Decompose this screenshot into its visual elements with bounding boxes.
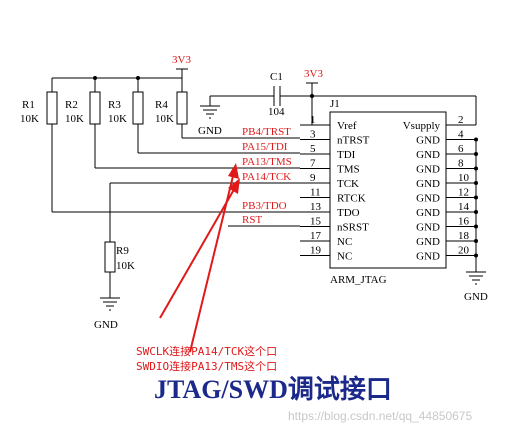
left-pin-number: 7	[310, 158, 316, 170]
left-pin-number: 9	[310, 172, 316, 184]
decoupling-capacitor: C1 104 GND	[198, 71, 314, 137]
resistor-r2-body	[89, 91, 101, 125]
right-pin-number: 8	[458, 158, 464, 170]
right-pin-number: 2	[458, 114, 464, 126]
left-pin-name: TCK	[337, 178, 359, 190]
r9-ref: R9	[116, 245, 129, 257]
right-pin-number: 18	[458, 230, 470, 242]
right-pin-name: GND	[416, 251, 440, 263]
right-pin-number: 6	[458, 143, 464, 155]
r4-value: 10K	[155, 113, 174, 125]
connector-body	[329, 111, 447, 269]
net-label-rst: RST	[242, 214, 262, 226]
net-label-pa13: PA13/TMS	[242, 156, 292, 168]
right-pin-number: 14	[458, 201, 470, 213]
annotation-arrows	[159, 163, 240, 353]
right-pin-name: GND	[416, 178, 440, 190]
r1-ref: R1	[22, 99, 35, 111]
connector-supply: 3V3	[304, 68, 477, 126]
left-pin-number: 17	[310, 230, 322, 242]
gnd-junction-dot	[474, 137, 478, 142]
left-pin-name: Vref	[337, 120, 357, 132]
supply-label-left: 3V3	[172, 54, 191, 66]
r1-value: 10K	[20, 113, 39, 125]
left-pin-number: 3	[310, 129, 316, 141]
left-pin-name: nTRST	[337, 135, 370, 147]
left-pin-number: 15	[310, 216, 322, 228]
left-pin-name: NC	[337, 236, 352, 248]
right-pin-number: 20	[458, 245, 470, 257]
left-pin-name: NC	[337, 251, 352, 263]
annotation-swdio: SWDIO连接PA13/TMS这个口	[136, 359, 277, 373]
pullup-resistor-bank: 3V3 R1 10K R2 10K R3 10K R4 10K	[20, 54, 191, 212]
right-pin-number: 12	[458, 187, 469, 199]
watermark-text: https://blog.csdn.net/qq_44850675	[288, 409, 472, 423]
left-pin-number: 11	[310, 187, 321, 199]
j1-ref: J1	[330, 98, 340, 110]
c1-ref: C1	[270, 71, 283, 83]
resistor-r3-body	[132, 91, 144, 125]
right-pin-number: 4	[458, 129, 464, 141]
c1-value: 104	[268, 106, 285, 118]
r9-value: 10K	[116, 260, 135, 272]
left-pin-name: TDI	[337, 149, 356, 161]
net-label-pb3: PB3/TDO	[242, 200, 287, 212]
right-pin-name: GND	[416, 135, 440, 147]
right-pin-number: 10	[458, 172, 470, 184]
right-pin-name: GND	[416, 164, 440, 176]
signal-wires: PB4/TRST PA15/TDI PA13/TMS PA14/TCK PB3/…	[52, 126, 300, 242]
left-pin-number: 1	[310, 114, 316, 126]
connector-name: ARM_JTAG	[330, 274, 387, 286]
left-pin-name: TDO	[337, 207, 360, 219]
diagram-title: JTAG/SWD调试接口	[154, 375, 392, 404]
right-pin-name: Vsupply	[403, 120, 441, 132]
right-pin-name: GND	[416, 207, 440, 219]
net-label-pa15: PA15/TDI	[242, 141, 288, 153]
right-pin-name: GND	[416, 236, 440, 248]
gnd-label-right: GND	[464, 291, 488, 303]
left-pin-number: 5	[310, 143, 316, 155]
net-label-pb4: PB4/TRST	[242, 126, 291, 138]
r4-ref: R4	[155, 99, 168, 111]
right-pin-number: 16	[458, 216, 470, 228]
left-pin-name: TMS	[337, 164, 360, 176]
resistor-r9-body	[104, 241, 116, 273]
left-pin-name: RTCK	[337, 193, 366, 205]
left-pin-name: nSRST	[337, 222, 369, 234]
resistor-r1-body	[46, 91, 58, 125]
r2-value: 10K	[65, 113, 84, 125]
resistor-r4-body	[176, 91, 188, 125]
right-pin-name: GND	[416, 149, 440, 161]
pulldown-resistor-r9: R9 10K GND	[94, 241, 135, 331]
supply-label-right: 3V3	[304, 68, 323, 80]
gnd-label-r9: GND	[94, 319, 118, 331]
net-label-pa14: PA14/TCK	[242, 171, 291, 183]
connector-right-pins: 2Vsupply4GND6GND8GND10GND12GND14GND16GND…	[403, 114, 478, 263]
annotation-swclk: SWCLK连接PA14/TCK这个口	[136, 344, 277, 358]
right-pin-name: GND	[416, 222, 440, 234]
gnd-label-cap: GND	[198, 125, 222, 137]
r2-ref: R2	[65, 99, 78, 111]
r3-ref: R3	[108, 99, 121, 111]
left-pin-number: 19	[310, 245, 322, 257]
left-pin-number: 13	[310, 201, 322, 213]
right-pin-name: GND	[416, 193, 440, 205]
r3-value: 10K	[108, 113, 127, 125]
